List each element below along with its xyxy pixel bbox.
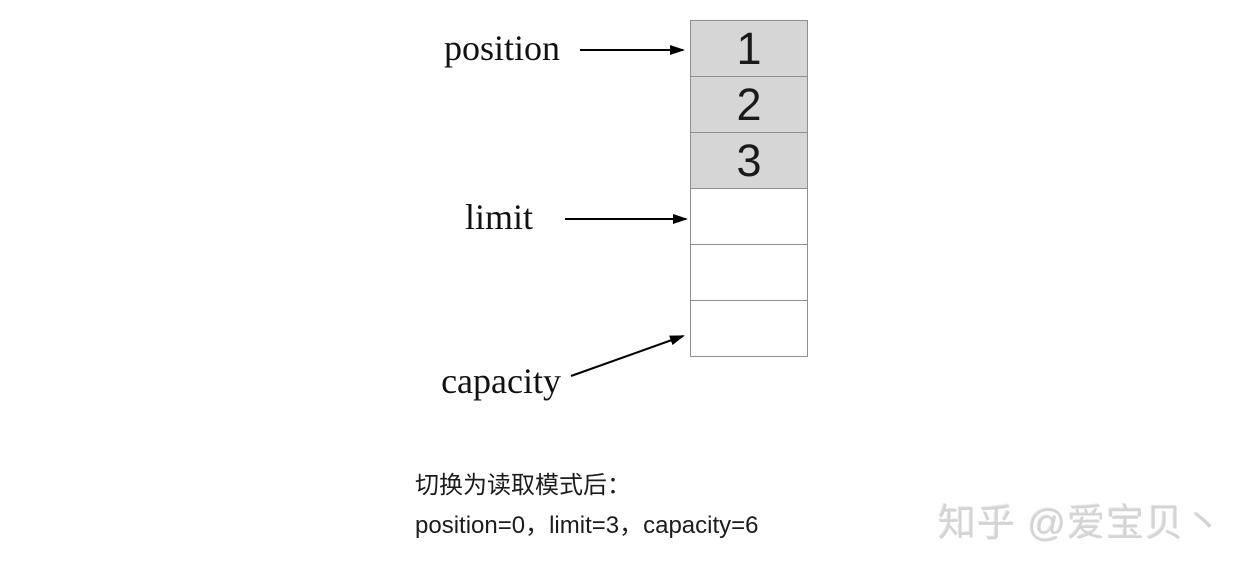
buffer-cell-value: 2 xyxy=(736,79,762,130)
buffer-cell-value: 3 xyxy=(736,135,762,186)
buffer-cell-3: 3 xyxy=(690,132,808,189)
caption: 切换为读取模式后： position=0，limit=3，capacity=6 xyxy=(415,466,759,546)
buffer-cell-2: 2 xyxy=(690,76,808,133)
buffer-cell-value: 1 xyxy=(736,23,762,74)
capacity-label: capacity xyxy=(441,361,561,401)
limit-label: limit xyxy=(464,197,533,237)
position-label: position xyxy=(443,28,560,68)
zhihu-watermark: 知乎 @爱宝贝丶 xyxy=(938,503,1224,545)
buffer-column: 1 2 3 xyxy=(690,20,808,357)
buffer-cell-1: 1 xyxy=(690,20,808,77)
buffer-cell-4 xyxy=(690,188,808,245)
capacity-arrow xyxy=(570,335,685,377)
caption-line-2: position=0，limit=3，capacity=6 xyxy=(415,512,759,539)
buffer-cell-5 xyxy=(690,244,808,301)
caption-line-1: 切换为读取模式后： xyxy=(415,472,631,499)
buffer-cell-6 xyxy=(690,300,808,357)
